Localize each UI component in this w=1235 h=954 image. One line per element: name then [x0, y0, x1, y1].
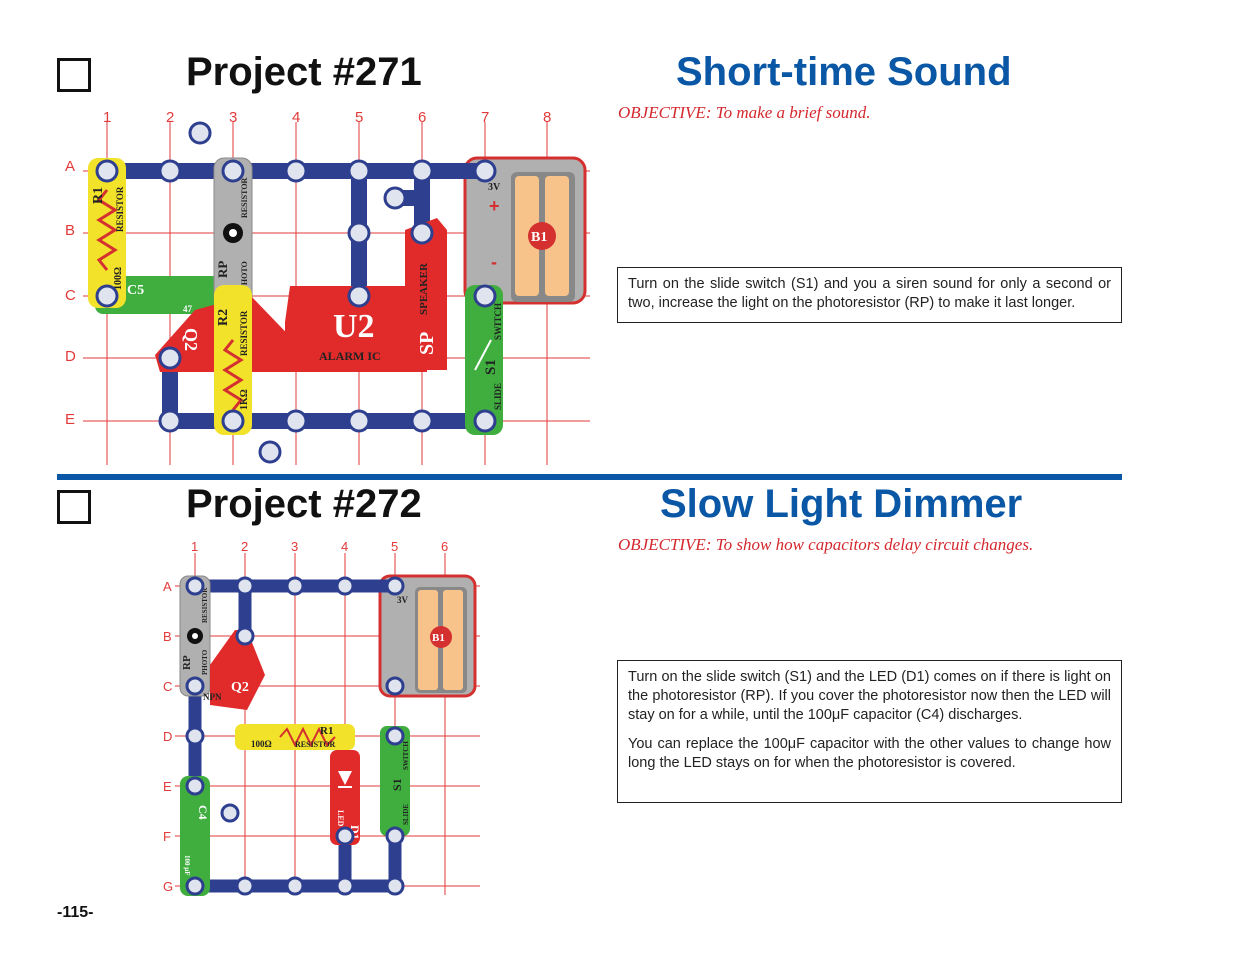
svg-text:-: - — [491, 252, 497, 272]
alarm-ic-u2: U2 ALARM IC — [285, 286, 427, 372]
project-272-objective: OBJECTIVE: To show how capacitors delay … — [618, 535, 1034, 554]
col-label-1: 1 — [191, 539, 198, 554]
r1-type: RESISTOR — [115, 186, 125, 232]
rp-label: RP — [215, 261, 230, 278]
col-label-3: 3 — [229, 109, 237, 126]
r1-value: 100Ω — [113, 267, 124, 290]
r1-value: 100Ω — [251, 739, 272, 749]
project-272-name: Slow Light Dimmer — [660, 482, 1023, 526]
row-label-d: D — [65, 348, 76, 365]
rp-type1: PHOTO — [201, 649, 209, 675]
b1-voltage: 3V — [397, 595, 409, 605]
project-272-circuit-diagram: 1 2 3 4 5 6 A B C D E F G B1 3V RP PHOTO… — [163, 539, 480, 896]
col-label-2: 2 — [241, 539, 248, 554]
c4-label: C4 — [196, 805, 210, 820]
s1-type1: SLIDE — [402, 804, 410, 825]
r2-type: RESISTOR — [239, 310, 249, 356]
s1-type2: SWITCH — [493, 303, 503, 340]
snap-connectors — [95, 121, 497, 464]
rp-type2: RESISTOR — [240, 177, 249, 218]
photoresistor-rp: RP PHOTO RESISTOR — [179, 575, 211, 697]
resistor-r1: R1 RESISTOR 100Ω — [235, 724, 355, 750]
snap-connectors — [185, 576, 405, 896]
speaker-sp: SP SPEAKER — [405, 218, 447, 370]
project-271-circuit-diagram: 1 2 3 4 5 6 7 8 A B C D E B1 3V + - C5 4… — [65, 109, 590, 465]
row-label-d: D — [163, 729, 172, 744]
project-271-title: Project #271 — [186, 50, 422, 94]
project-272-checkbox[interactable] — [57, 490, 91, 524]
slide-switch-s1: S1 SLIDE SWITCH — [465, 285, 503, 435]
col-label-6: 6 — [418, 109, 426, 126]
led-d1: D1 LED — [330, 750, 362, 845]
b1-label: B1 — [432, 632, 445, 644]
row-label-a: A — [65, 158, 75, 175]
col-label-8: 8 — [543, 109, 551, 126]
row-label-g: G — [163, 879, 173, 894]
q2-type: NPN — [203, 692, 222, 702]
r1-type: RESISTOR — [295, 740, 336, 749]
q2-label: Q2 — [231, 680, 249, 695]
d1-type: LED — [336, 810, 345, 827]
u2-type: ALARM IC — [319, 349, 381, 363]
project-271-checkbox[interactable] — [57, 58, 91, 92]
r2-value: 1KΩ — [239, 389, 250, 410]
col-label-2: 2 — [166, 109, 174, 126]
sp-type: SPEAKER — [418, 262, 430, 315]
sp-label: SP — [416, 332, 438, 355]
c5-value: 47 — [183, 304, 193, 314]
s1-label: S1 — [390, 778, 404, 791]
q2-label: Q2 — [181, 328, 201, 351]
battery-b1: B1 3V + - — [463, 156, 587, 305]
r2-label: R2 — [216, 309, 231, 326]
resistor-r2: R2 RESISTOR 1KΩ — [214, 285, 252, 435]
col-label-6: 6 — [441, 539, 448, 554]
row-label-c: C — [163, 679, 172, 694]
b1-voltage: 3V — [488, 182, 501, 193]
project-272-title: Project #272 — [186, 482, 422, 526]
capacitor-c5: C5 47 — [95, 276, 220, 314]
project-271-name: Short-time Sound — [676, 50, 1012, 94]
slide-switch-s1: S1 SLIDE SWITCH — [380, 726, 410, 836]
project-271-description: Turn on the slide switch (S1) and you a … — [617, 267, 1122, 323]
b1-label: B1 — [531, 230, 547, 245]
row-label-b: B — [65, 222, 75, 239]
row-label-c: C — [65, 287, 76, 304]
row-label-a: A — [163, 579, 172, 594]
project-271-objective: OBJECTIVE: To make a brief sound. — [618, 103, 871, 122]
project-272-description: Turn on the slide switch (S1) and the LE… — [617, 660, 1122, 803]
col-label-1: 1 — [103, 109, 111, 126]
col-label-7: 7 — [481, 109, 489, 126]
u2-label: U2 — [333, 308, 375, 345]
section-divider — [57, 474, 1122, 480]
s1-type2: SWITCH — [402, 741, 410, 770]
rp-label: RP — [181, 655, 193, 670]
col-label-4: 4 — [292, 109, 300, 126]
battery-b1: B1 3V — [378, 574, 477, 698]
capacitor-c4: C4 100 μF — [180, 776, 210, 896]
rp-type1: PHOTO — [240, 261, 249, 290]
s1-type1: SLIDE — [493, 383, 503, 410]
resistor-r1: R1 RESISTOR 100Ω — [88, 158, 126, 308]
c5-label: C5 — [127, 283, 144, 298]
rp-type2: RESISTOR — [201, 587, 209, 623]
col-label-5: 5 — [355, 109, 363, 126]
r1-label: R1 — [320, 725, 333, 737]
col-label-3: 3 — [291, 539, 298, 554]
col-label-5: 5 — [391, 539, 398, 554]
project-272-description-para-1: Turn on the slide switch (S1) and the LE… — [628, 669, 1111, 723]
row-label-e: E — [163, 779, 172, 794]
c4-value: 100 μF — [183, 855, 191, 876]
row-label-b: B — [163, 629, 172, 644]
page-number: -115- — [57, 904, 94, 921]
s1-label: S1 — [483, 359, 499, 375]
photoresistor-rp: RP PHOTO RESISTOR — [213, 157, 253, 309]
row-label-e: E — [65, 411, 75, 428]
project-272-description-para-2: You can replace the 100μF capacitor with… — [628, 736, 1111, 771]
svg-text:+: + — [489, 196, 500, 216]
transistor-q2: Q2 NPN — [203, 630, 265, 710]
project-271-description-text: Turn on the slide switch (S1) and you a … — [628, 276, 1111, 311]
r1-label: R1 — [91, 187, 106, 204]
col-label-4: 4 — [341, 539, 348, 554]
row-label-f: F — [163, 829, 171, 844]
